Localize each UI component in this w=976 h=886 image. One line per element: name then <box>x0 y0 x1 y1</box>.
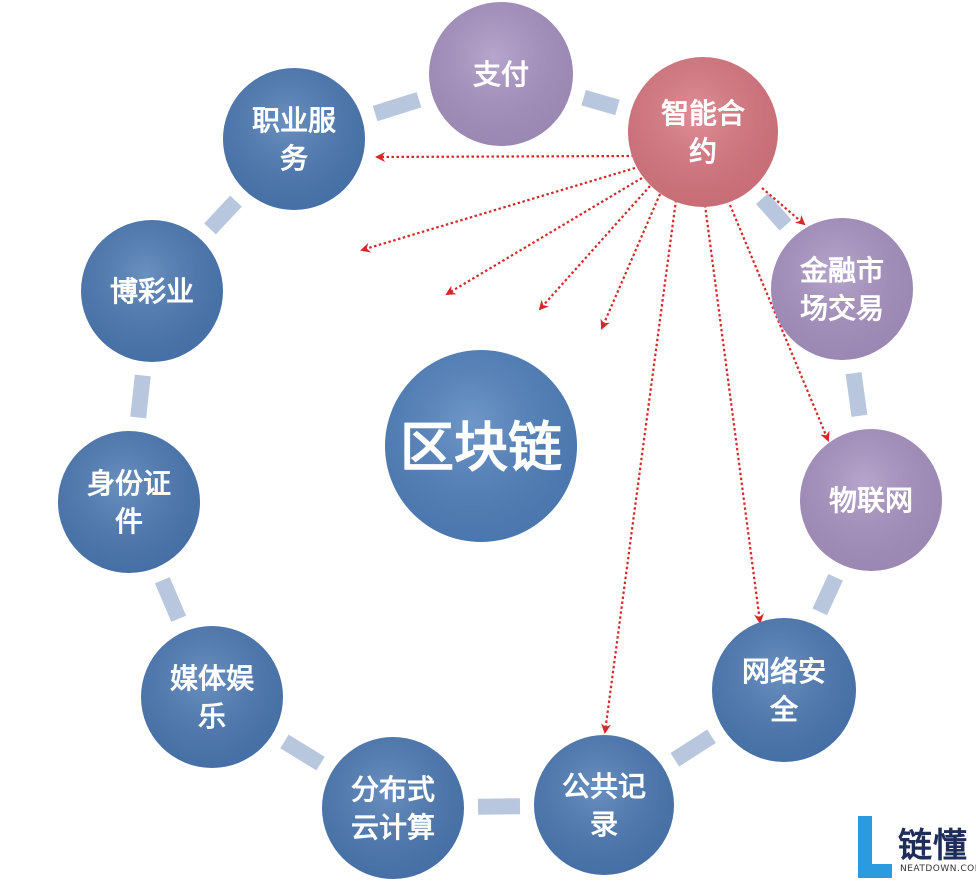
contract-arrow <box>600 193 662 330</box>
ring-connector <box>204 195 242 235</box>
node-gambling: 博彩业 <box>81 220 223 362</box>
node-label: 全 <box>769 693 799 726</box>
node-gloss <box>58 431 200 573</box>
watermark-site: NEATDOWN.COM <box>900 864 976 874</box>
node-iot: 物联网 <box>800 429 942 571</box>
node-gloss <box>628 57 778 207</box>
node-label: 支付 <box>473 58 529 91</box>
ring-connector <box>812 573 843 616</box>
node-label: 分布式 <box>351 773 435 806</box>
node-label: 智能合 <box>661 97 746 130</box>
node-gloss <box>712 618 856 762</box>
contract-arrow <box>728 204 830 442</box>
node-label: 约 <box>689 135 717 168</box>
node-gloss <box>800 429 942 571</box>
contract-arrow <box>360 166 636 253</box>
node-label: 身份证 <box>87 467 171 500</box>
watermark-name: 链懂 <box>898 826 968 866</box>
node-label: 物联网 <box>829 484 913 517</box>
node-label: 博彩业 <box>110 275 194 308</box>
node-label: 云计算 <box>351 811 435 844</box>
center-label: 区块链 <box>400 416 562 479</box>
center-gloss <box>385 350 577 542</box>
ring-connector <box>845 372 868 417</box>
node-label: 场交易 <box>800 292 884 325</box>
ring-connector <box>280 734 325 771</box>
ring-connector <box>154 577 187 622</box>
node-gloss <box>534 735 674 875</box>
node-label: 媒体娱 <box>170 662 255 695</box>
contract-arrow <box>445 177 643 296</box>
node-gloss <box>771 218 913 360</box>
contract-arrow <box>538 185 651 311</box>
node-label: 录 <box>590 808 618 841</box>
ring-connector <box>581 90 620 116</box>
ring-connector <box>130 374 151 419</box>
node-gloss <box>223 68 365 210</box>
ring-connector <box>756 193 792 231</box>
node-label: 件 <box>115 505 143 538</box>
node-gloss <box>322 737 464 879</box>
l-logo-icon <box>858 816 892 878</box>
contract-arrow <box>601 199 678 734</box>
node-label: 乐 <box>198 700 226 733</box>
contract-arrow <box>375 151 635 162</box>
center-node: 区块链 <box>385 350 577 542</box>
ring-connectors <box>130 90 868 815</box>
node-gloss <box>81 220 223 362</box>
node-label: 网络安 <box>742 655 826 688</box>
node-label: 公共记 <box>562 770 646 803</box>
ring-connector <box>670 729 716 767</box>
node-payment: 支付 <box>429 2 573 146</box>
ring-connector <box>372 92 422 122</box>
node-label: 务 <box>280 142 308 175</box>
node-label: 职业服 <box>252 104 337 137</box>
ring-connector <box>477 798 521 815</box>
contract-arrow <box>761 187 806 226</box>
smart-contract-arrows <box>360 151 830 734</box>
node-label: 金融市 <box>799 254 884 287</box>
node-gloss <box>141 626 283 768</box>
contract-arrow <box>703 204 764 624</box>
watermark: 链懂 NEATDOWN.COM <box>854 812 976 884</box>
node-gloss <box>429 2 573 146</box>
application-nodes: 支付智能合约金融市场交易物联网网络安全公共记录分布式云计算媒体娱乐身份证件博彩业… <box>58 2 942 879</box>
